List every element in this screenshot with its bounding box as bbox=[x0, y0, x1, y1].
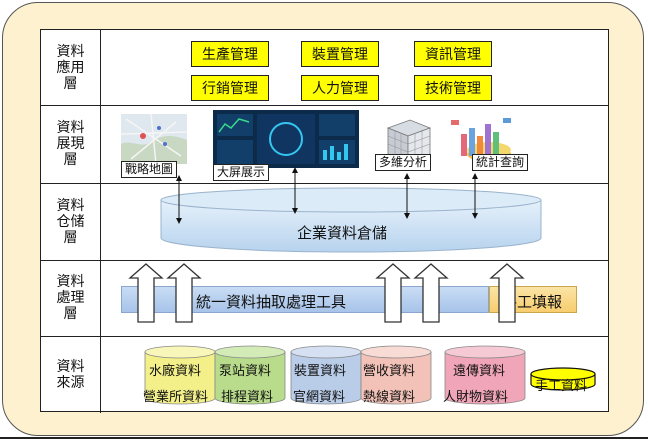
strategy-map-image bbox=[121, 114, 187, 164]
source-schedule: 排程資料 bbox=[221, 390, 274, 405]
source-telemetry: 遠傳資料 bbox=[453, 364, 506, 379]
source-revenue: 營收資料 bbox=[363, 364, 416, 379]
multidim-cube-image bbox=[386, 119, 432, 163]
layer-label-storage: 資料仓储層 bbox=[41, 183, 101, 260]
caption-multidim-analysis: 多維分析 bbox=[375, 154, 432, 171]
data-warehouse-cylinder bbox=[160, 187, 542, 253]
data-source-cylinders bbox=[144, 345, 596, 405]
app-tech-mgmt[interactable]: 技術管理 bbox=[414, 75, 492, 101]
app-info-mgmt[interactable]: 資訊管理 bbox=[414, 41, 492, 67]
app-device-mgmt[interactable]: 裝置管理 bbox=[301, 41, 379, 67]
bottom-rule bbox=[0, 437, 648, 439]
row-separator bbox=[41, 260, 608, 261]
source-manual-data: 手工資料 bbox=[535, 379, 588, 394]
app-hr-mgmt[interactable]: 人力管理 bbox=[301, 75, 379, 101]
row-separator bbox=[41, 336, 608, 337]
row-separator bbox=[41, 105, 608, 106]
big-screen-image bbox=[213, 110, 359, 168]
layer-label-source: 資料來源 bbox=[41, 336, 101, 413]
warehouse-label: 企業資料倉儲 bbox=[297, 224, 388, 242]
layer-label-presentation: 資料展現層 bbox=[41, 105, 101, 183]
layer-label-processing: 資料處理層 bbox=[41, 260, 101, 336]
source-business-office: 營業所資料 bbox=[143, 390, 209, 405]
source-hr-finance: 人財物資料 bbox=[443, 390, 509, 405]
app-marketing-mgmt[interactable]: 行銷管理 bbox=[191, 75, 269, 101]
app-production-mgmt[interactable]: 生產管理 bbox=[191, 41, 269, 67]
caption-big-screen: 大屏展示 bbox=[213, 164, 270, 181]
source-device: 裝置資料 bbox=[294, 364, 347, 379]
architecture-diagram: 資料應用層 資料展現層 資料仓储層 資料處理層 資料來源 生產管理 裝置管理 資… bbox=[40, 29, 609, 413]
row-separator bbox=[41, 183, 608, 184]
source-pipe-network: 官網資料 bbox=[293, 390, 346, 405]
etl-tool-label: 統一資料抽取處理工具 bbox=[196, 293, 347, 311]
layer-label-application: 資料應用層 bbox=[41, 30, 101, 105]
source-hotline: 熱線資料 bbox=[363, 390, 416, 405]
source-water-plant: 水廠資料 bbox=[149, 364, 202, 379]
source-pump-station: 泵站資料 bbox=[219, 364, 272, 379]
caption-statistic-query: 統計查詢 bbox=[472, 154, 529, 171]
manual-fill-label: 手工填報 bbox=[502, 293, 563, 311]
caption-strategy-map: 戰略地圖 bbox=[121, 161, 178, 178]
upward-flow-arrows bbox=[128, 263, 525, 323]
